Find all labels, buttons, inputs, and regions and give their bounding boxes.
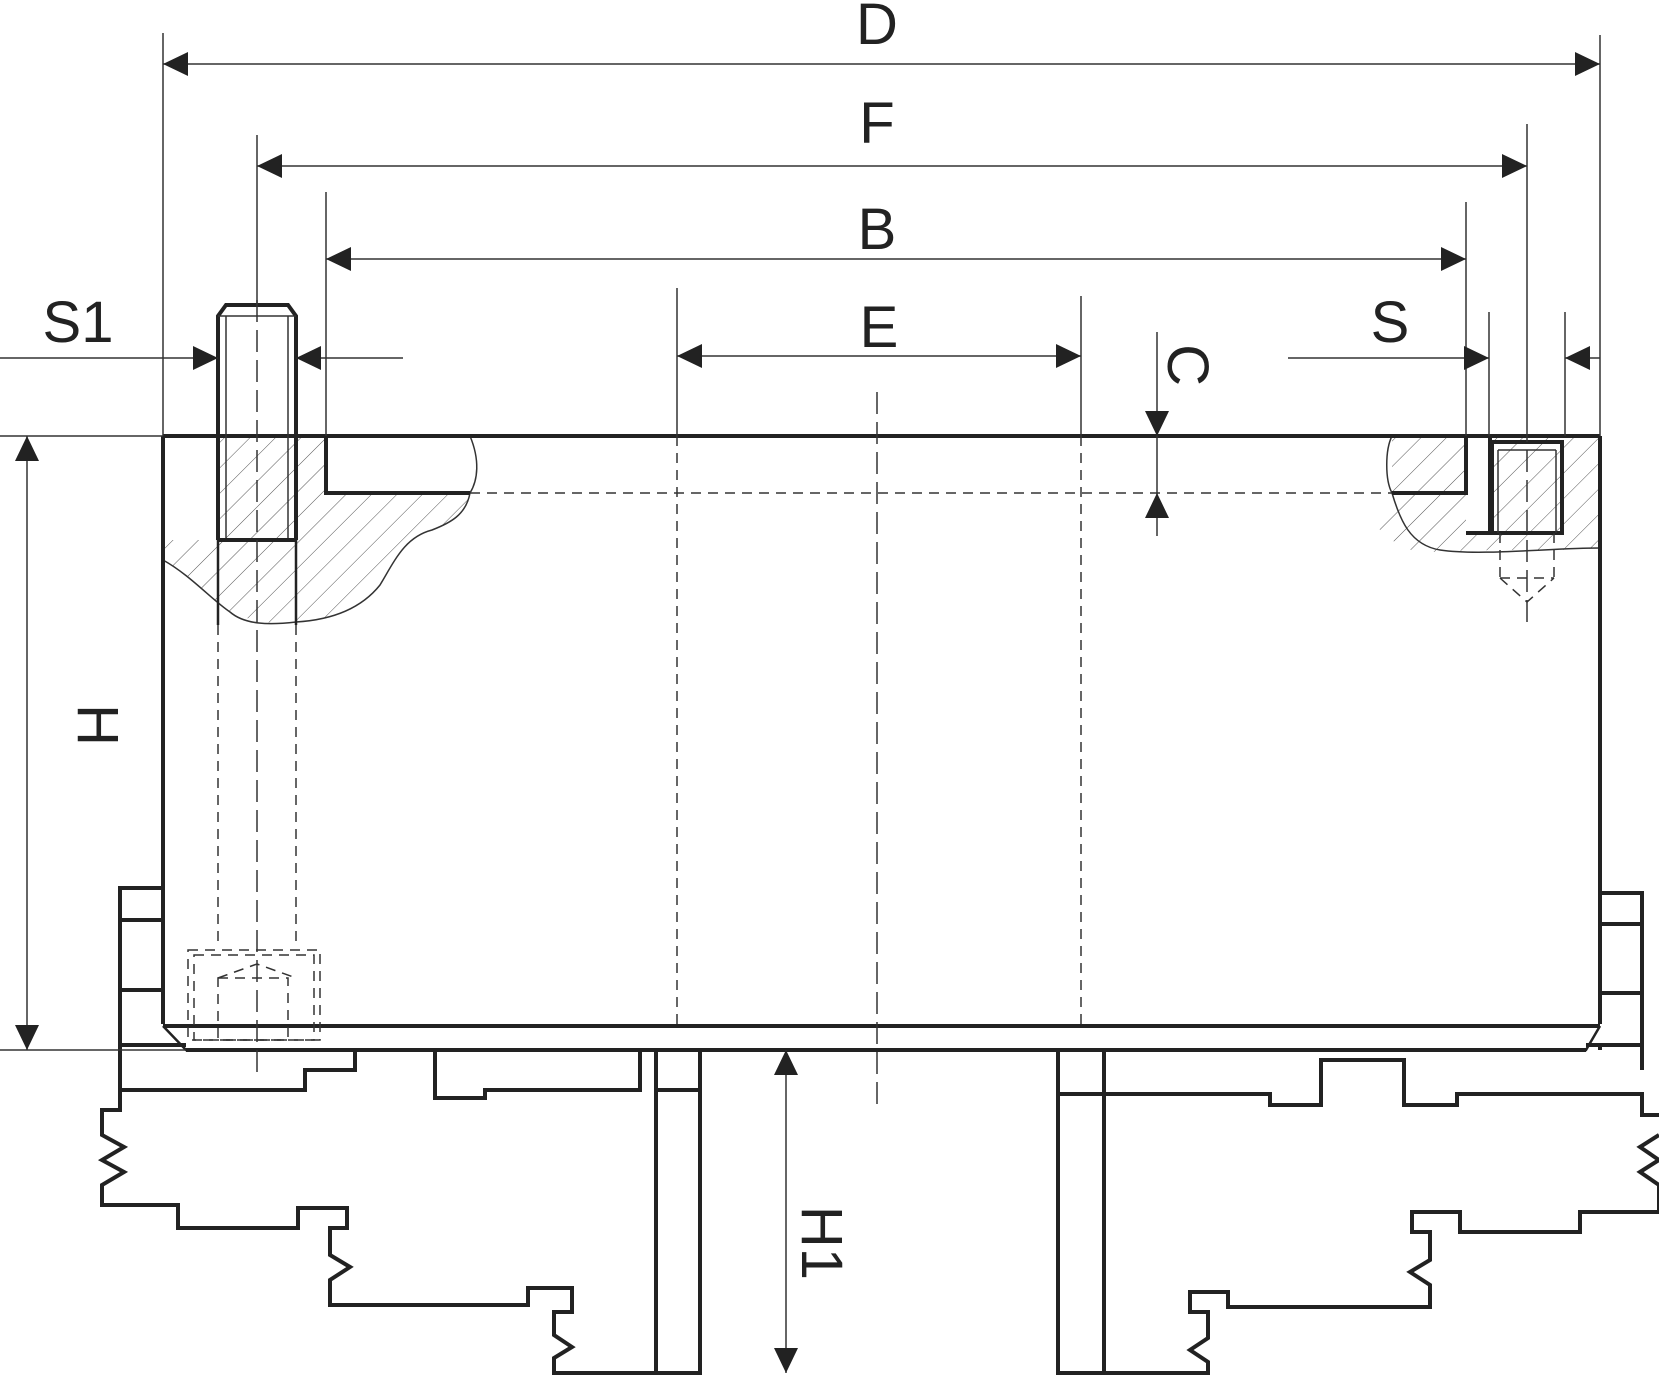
label-E: E: [860, 295, 899, 360]
hidden-lines: [676, 392, 1082, 1105]
dimension-H1: H1: [774, 1050, 854, 1373]
dimension-D: D: [162, 0, 1601, 436]
label-C: C: [1155, 344, 1220, 386]
label-S: S: [1371, 290, 1410, 355]
right-insert: [1466, 420, 1564, 625]
dimension-B: B: [325, 192, 1467, 436]
dimension-F: F: [256, 91, 1528, 420]
dimension-H: H: [0, 435, 186, 1051]
dimension-S1: S1: [0, 290, 403, 370]
label-B: B: [858, 197, 897, 262]
section-hatching: [162, 435, 1601, 625]
left-stud: [187, 300, 321, 1075]
chuck-left: [97, 886, 702, 1375]
dimension-E: E: [676, 288, 1082, 436]
chuck-right: [656, 891, 1659, 1375]
label-F: F: [859, 91, 894, 156]
dimension-C: C: [1145, 332, 1220, 536]
label-H1: H1: [789, 1206, 854, 1280]
dimension-S: S: [1288, 290, 1600, 436]
label-D: D: [856, 0, 898, 57]
label-S1: S1: [43, 290, 114, 355]
label-H: H: [65, 704, 130, 746]
